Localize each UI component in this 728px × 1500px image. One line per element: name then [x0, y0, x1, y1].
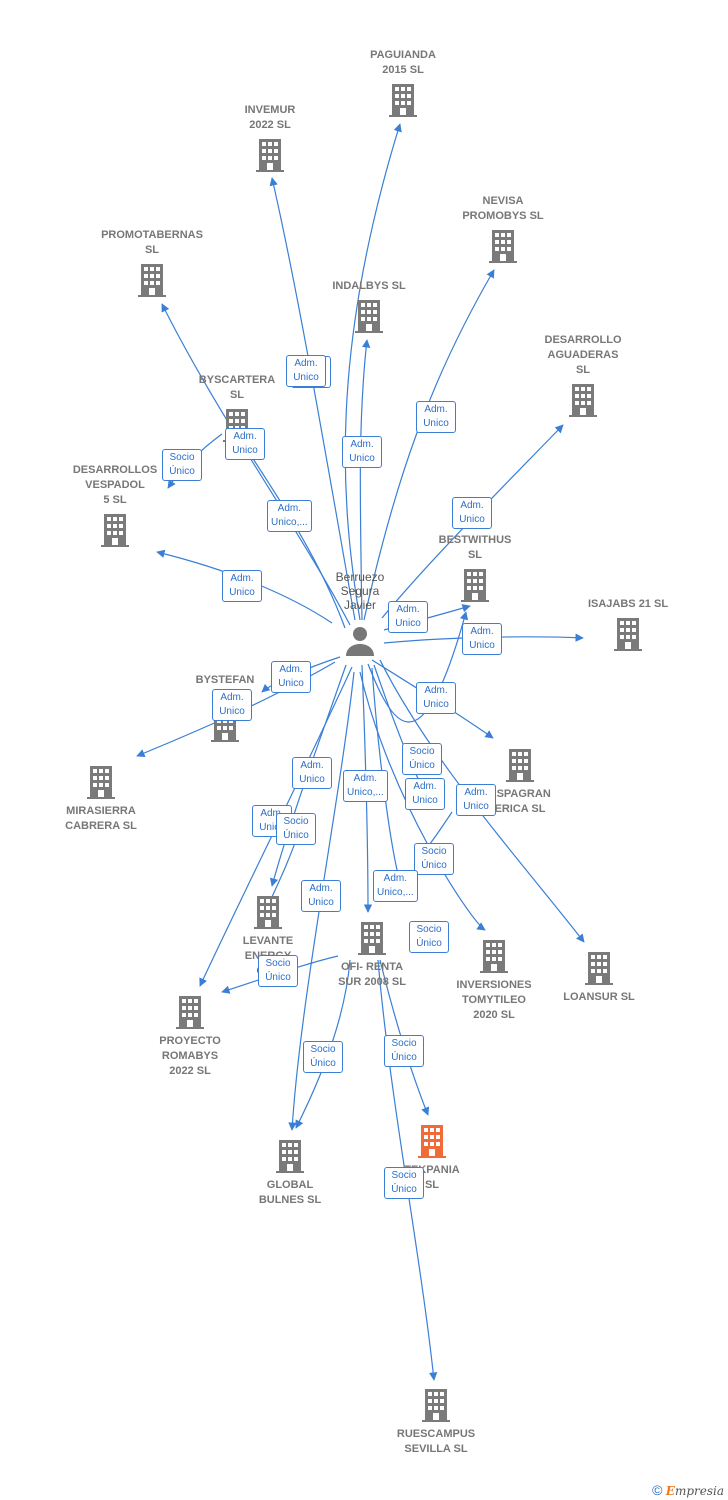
building-icon[interactable] — [489, 230, 517, 263]
node-label-proyecto[interactable]: PROYECTO ROMABYS 2022 SL — [159, 1035, 221, 1077]
building-icon[interactable] — [418, 1125, 446, 1158]
building-icon[interactable] — [569, 384, 597, 417]
building-icon[interactable] — [254, 896, 282, 929]
edge-label-25[interactable]: Socio Único — [258, 955, 298, 987]
edge-label-18[interactable]: Adm. Unico — [456, 784, 496, 816]
edge-label-10[interactable]: Adm. Unico — [462, 623, 502, 655]
building-icon[interactable] — [389, 84, 417, 117]
node-label-ofi_renta[interactable]: OFI- RENTA SUR 2008 SL — [338, 961, 406, 988]
node-label-promotabernas[interactable]: PROMOTABERNAS SL — [101, 229, 203, 256]
brand-initial: E — [665, 1484, 675, 1498]
node-label-nevisa[interactable]: NEVISA PROMOBYS SL — [462, 195, 544, 222]
edge-line-1 — [269, 177, 356, 621]
edge-label-15[interactable]: Adm. Unico — [292, 757, 332, 789]
building-icon[interactable] — [585, 952, 613, 985]
edge-label-17[interactable]: Adm. Unico — [405, 778, 445, 810]
edge-label-13[interactable]: Adm. Unico — [212, 689, 252, 721]
node-label-isajabs[interactable]: ISAJABS 21 SL — [587, 598, 669, 610]
building-icon[interactable] — [422, 1389, 450, 1422]
edge-label-27[interactable]: Socio Único — [384, 1035, 424, 1067]
node-label-ruescampus[interactable]: RUESCAMPUS SEVILLA SL — [396, 1428, 476, 1455]
node-label-mirasierra[interactable]: MIRASIERRA CABRERA SL — [65, 805, 137, 832]
node-label-invemur[interactable]: INVEMUR 2022 SL — [244, 104, 296, 131]
edge-label-23[interactable]: Adm. Unico,... — [373, 870, 418, 902]
edge-line-3 — [161, 303, 351, 626]
node-label-indalbys[interactable]: INDALBYS SL — [332, 280, 406, 292]
edge-line-14 — [367, 611, 469, 723]
person-icon[interactable] — [346, 627, 374, 656]
edge-line-6 — [245, 447, 346, 629]
building-icon[interactable] — [87, 766, 115, 799]
node-label-desarrollo_aguaderas[interactable]: DESARROLLO AGUADERAS SL — [544, 334, 622, 376]
building-icon[interactable] — [480, 940, 508, 973]
edge-label-9[interactable]: Adm. Unico — [388, 601, 428, 633]
edge-label-5[interactable]: Socio Único — [162, 449, 202, 481]
building-icon[interactable] — [101, 514, 129, 547]
edge-label-16[interactable]: Adm. Unico,... — [343, 770, 388, 802]
node-label-espagran[interactable]: ESPAGRAN ERICA SL — [489, 788, 551, 815]
edge-label-1[interactable]: Adm. Unico — [286, 355, 326, 387]
edge-label-4[interactable]: Adm. Unico — [342, 436, 382, 468]
building-icon[interactable] — [614, 618, 642, 651]
edge-line-2 — [363, 269, 495, 621]
node-label-byscartera[interactable]: BYSCARTERA SL — [198, 374, 276, 401]
brand-name: mpresia — [674, 1484, 724, 1498]
node-label-bestwithus[interactable]: BESTWITHUS SL — [438, 534, 512, 561]
building-icon[interactable] — [176, 996, 204, 1029]
building-icon[interactable] — [256, 139, 284, 172]
edge-label-3[interactable]: Adm. Unico,... — [267, 500, 312, 532]
edge-line-0 — [344, 123, 402, 621]
edge-label-19[interactable]: Socio Único — [414, 843, 454, 875]
copyright-icon: © — [652, 1482, 663, 1498]
footer-brand[interactable]: © Empresia — [652, 1482, 724, 1498]
node-label-desarrollos_vespadol[interactable]: DESARROLLOS VESPADOL 5 SL — [72, 464, 158, 506]
edge-label-28[interactable]: Socio Único — [384, 1167, 424, 1199]
building-icon[interactable] — [355, 300, 383, 333]
edge-label-11[interactable]: Adm. Unico — [271, 661, 311, 693]
node-label-inversiones[interactable]: INVERSIONES TOMYTILEO 2020 SL — [456, 979, 532, 1021]
edge-label-6[interactable]: Adm. Unico — [225, 428, 265, 460]
node-label-paguianda[interactable]: PAGUIANDA 2015 SL — [370, 49, 436, 76]
building-icon[interactable] — [358, 922, 386, 955]
building-icon[interactable] — [461, 569, 489, 602]
edge-label-14[interactable]: Socio Único — [402, 743, 442, 775]
edge-label-26[interactable]: Socio Único — [303, 1041, 343, 1073]
node-label-loansur[interactable]: LOANSUR SL — [563, 991, 635, 1003]
node-icons — [87, 84, 642, 1422]
edge-label-2[interactable]: Adm. Unico — [416, 401, 456, 433]
building-icon[interactable] — [276, 1140, 304, 1173]
edge-label-21[interactable]: Socio Único — [276, 813, 316, 845]
edge-label-22[interactable]: Adm. Unico — [301, 880, 341, 912]
edge-label-8[interactable]: Adm. Unico — [452, 497, 492, 529]
building-icon[interactable] — [138, 264, 166, 297]
person-name[interactable]: Berruezo Segura Javier — [335, 570, 385, 612]
edge-label-7[interactable]: Adm. Unico — [222, 570, 262, 602]
building-icon[interactable] — [506, 749, 534, 782]
edge-label-24[interactable]: Socio Único — [409, 921, 449, 953]
edge-label-12[interactable]: Adm. Unico — [416, 682, 456, 714]
node-label-global[interactable]: GLOBAL BULNES SL — [258, 1179, 322, 1206]
